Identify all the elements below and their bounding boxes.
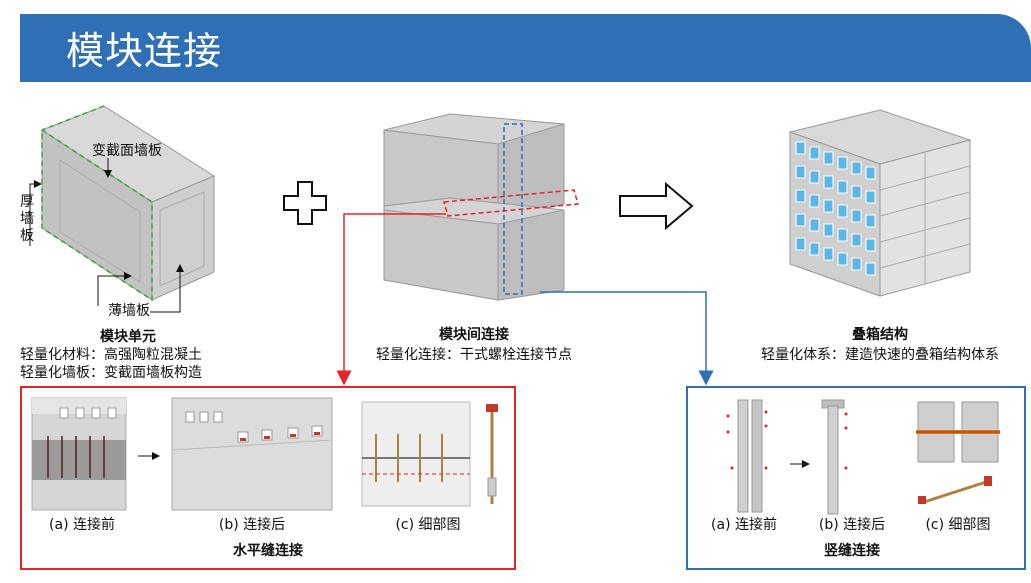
horizontal-before-image: [31, 397, 127, 511]
module-unit-line2: 轻量化墙板：变截面墙板构造: [20, 365, 202, 381]
horizontal-joint-title: 水平缝连接: [233, 543, 303, 559]
module-unit-illustration: [29, 105, 216, 313]
blue-connector: [540, 291, 714, 386]
vertical-caption-b: (b) 连接后: [818, 517, 886, 533]
header-banner: 模块连接: [20, 14, 1031, 82]
horizontal-caption-c: (c) 细部图: [395, 517, 461, 533]
plus-icon: [283, 181, 327, 225]
vertical-detail-image: [916, 401, 1000, 504]
annotation-thin-wall: 薄墙板: [108, 303, 150, 319]
vertical-after-image: [821, 399, 848, 515]
vertical-joint-box: [686, 386, 1026, 570]
horizontal-caption-a: (a) 连接前: [49, 517, 115, 533]
result-arrow-icon: [619, 181, 694, 231]
vertical-caption-a: (a) 连接前: [711, 517, 777, 533]
horizontal-caption-b: (b) 连接后: [218, 517, 286, 533]
annotation-thick-wall: 厚墙板: [20, 194, 34, 244]
horizontal-after-image: [171, 397, 333, 511]
stacked-structure-illustration: [788, 109, 972, 297]
vertical-before-image: [726, 399, 768, 513]
vertical-joint-title: 竖缝连接: [824, 543, 880, 559]
stacked-line1: 轻量化体系：建造快速的叠箱结构体系: [761, 347, 999, 363]
inter-module-illustration: [383, 113, 579, 301]
horizontal-joint-box: [20, 386, 516, 570]
inter-module-line1: 轻量化连接：干式螺栓连接节点: [376, 347, 572, 363]
page-title: 模块连接: [66, 29, 223, 73]
stacked-heading: 叠箱结构: [852, 327, 908, 343]
module-unit-line1: 轻量化材料：高强陶粒混凝土: [20, 347, 202, 363]
horizontal-detail-image: [361, 401, 498, 507]
annotation-variable-wall: 变截面墙板: [92, 143, 162, 159]
red-connector: [336, 213, 446, 386]
vertical-caption-c: (c) 细部图: [925, 517, 991, 533]
inter-module-heading: 模块间连接: [439, 327, 509, 343]
module-unit-heading: 模块单元: [100, 329, 156, 345]
